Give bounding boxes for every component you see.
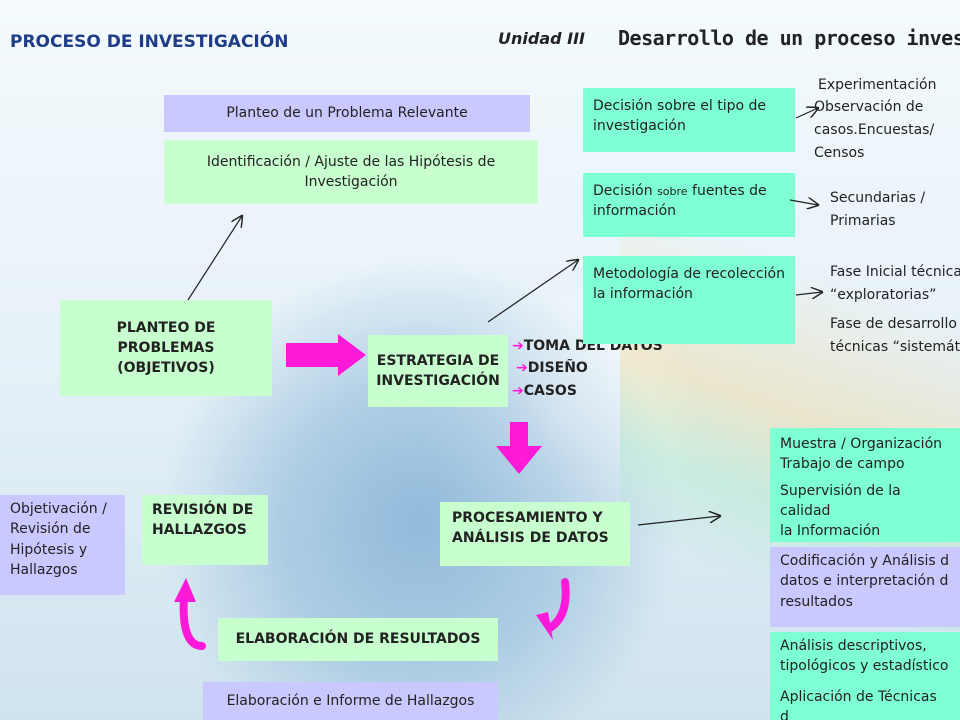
decision-tipo-box: Decisión sobre el tipo de investigación [583, 88, 795, 152]
result-fuentes-line-1: Secundarias / [830, 190, 926, 206]
result-tipo-line-4: Censos [814, 145, 865, 161]
result-tipo-line-3: casos.Encuestas/ [814, 122, 935, 138]
strategy-bullet-diseno: ➔DISEÑO [516, 360, 588, 376]
block-arrow-down [496, 422, 542, 474]
informe-box: Elaboración e Informe de Hallazgos [203, 682, 498, 720]
procesamiento-box: PROCESAMIENTO Y ANÁLISIS DE DATOS [440, 502, 630, 566]
objetivacion-box: Objetivación / Revisión de Hipótesis y H… [0, 495, 125, 595]
analisis-line-1: Análisis descriptivos, [780, 638, 927, 654]
supervision-line-1: Supervisión de la calidad [780, 482, 901, 519]
arrow-tipo-to-results [795, 108, 818, 119]
codificacion-line-2: datos e interpretación d [780, 573, 949, 590]
codificacion-box: Codificación y Análisis d datos e interp… [770, 547, 960, 627]
arrow-bullet-icon: ➔ [516, 360, 528, 376]
analisis-box: Análisis descriptivos, tipológicos y est… [770, 632, 960, 720]
result-metodo-line-1: Fase Inicial técnica [830, 264, 960, 280]
arrow-planteo-to-hipotesis [187, 216, 242, 301]
supervision-line-2: la Información [780, 523, 881, 540]
muestra-line-2: Trabajo de campo [780, 456, 905, 473]
codificacion-line-1: Codificación y Análisis d [780, 553, 950, 569]
result-tipo-line-1: Experimentación [818, 77, 937, 93]
elaboracion-box: ELABORACIÓN DE RESULTADOS [218, 618, 498, 661]
muestra-supervision-box: Muestra / Organización Trabajo de campo … [770, 428, 960, 542]
result-tipo-line-2: Observación de [814, 99, 924, 115]
decision-fuentes-box: Decisión sobre fuentes de información [583, 173, 795, 237]
aplicacion-line-1: Aplicación de Técnicas d [780, 688, 937, 720]
unit-label: Unidad III [498, 29, 585, 48]
codificacion-line-3: resultados [780, 593, 853, 610]
result-metodo-line-2: “exploratorias” [830, 287, 937, 303]
muestra-line-1: Muestra / Organización [780, 436, 943, 452]
arrow-bullet-icon: ➔ [512, 338, 524, 354]
metodologia-box: Metodología de recolección la informació… [583, 256, 795, 344]
result-fuentes-line-2: Primarias [830, 213, 896, 229]
planteo-problema-box: Planteo de un Problema Relevante [164, 95, 530, 132]
result-metodo-line-4: técnicas “sistemát [830, 339, 960, 355]
curved-arrow-down-left [546, 578, 570, 632]
estrategia-box: ESTRATEGIA DE INVESTIGACIÓN [368, 335, 508, 407]
page-subtitle: Desarrollo de un proceso inves [618, 26, 960, 50]
arrow-metodo-to-results [795, 292, 822, 295]
revision-box: REVISIÓN DE HALLAZGOS [142, 495, 268, 565]
planteo-problemas-box: PLANTEO DE PROBLEMAS (OBJETIVOS) [60, 300, 272, 396]
arrow-bullet-icon: ➔ [512, 383, 524, 399]
arrow-procesamiento-to-right [637, 516, 720, 526]
strategy-bullet-casos: ➔CASOS [512, 383, 577, 399]
page-title: PROCESO DE INVESTIGACIÓN [10, 32, 289, 52]
result-metodo-line-3: Fase de desarrollo [830, 316, 957, 332]
decision-fuentes-text: Decisión sobre fuentes de información [593, 183, 767, 220]
curved-arrow-head-2 [174, 578, 196, 602]
arrow-estrategia-to-metodologia [487, 260, 578, 323]
curved-arrow-head-1 [536, 612, 553, 640]
block-arrow-right [286, 334, 366, 376]
arrow-fuentes-to-results [789, 200, 818, 205]
analisis-line-2: tipológicos y estadístico [780, 658, 949, 675]
hipotesis-box: Identificación / Ajuste de las Hipótesis… [164, 140, 538, 204]
curved-arrow-up [179, 594, 206, 650]
